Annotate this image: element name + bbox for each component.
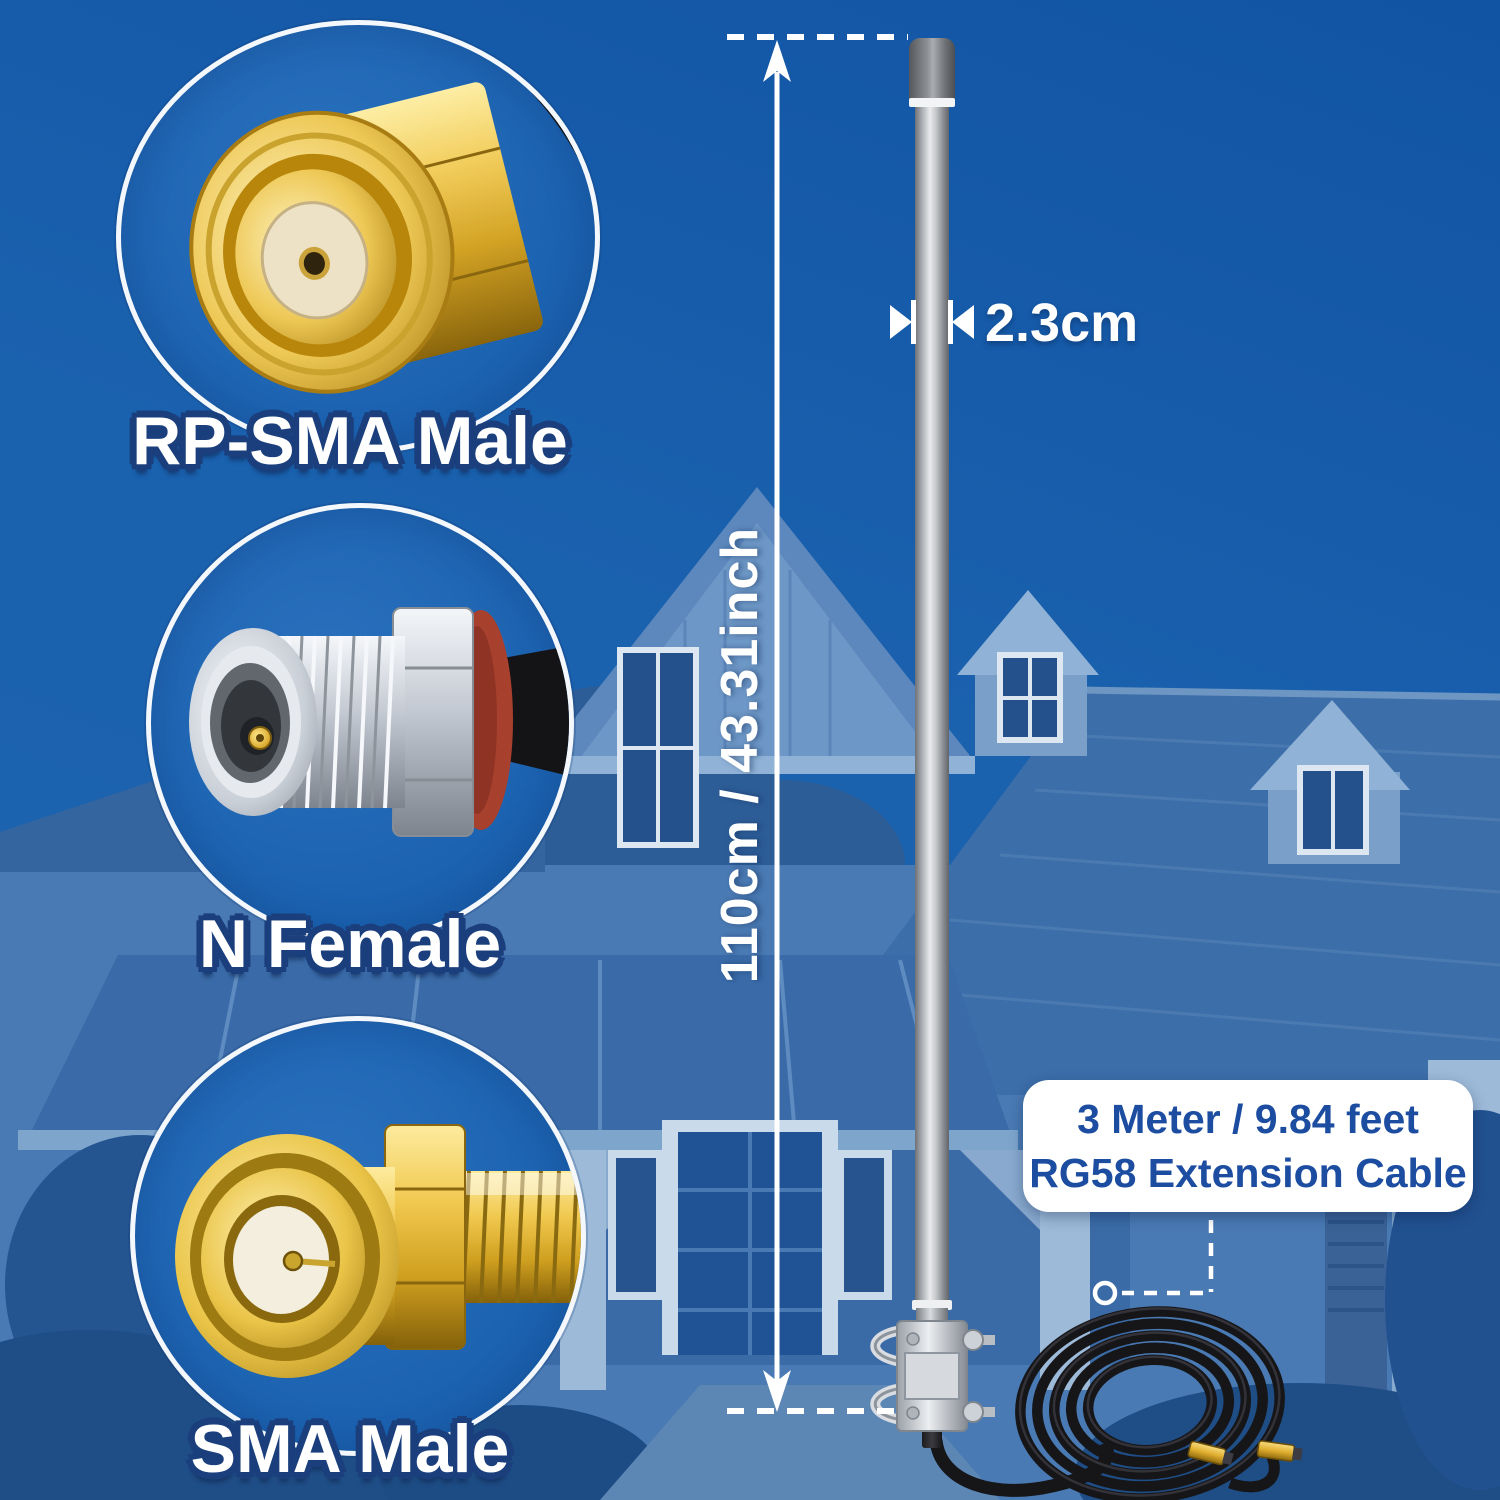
sma-cable-end-2 [1256, 1440, 1303, 1462]
antenna-bottom-ring [912, 1300, 952, 1310]
n-female-photo-circle [146, 503, 574, 943]
n-female-connector-icon [189, 607, 569, 837]
sma-male-connector-icon [175, 1124, 581, 1378]
antenna-cap-band [909, 98, 955, 107]
extension-cable-callout: 3 Meter / 9.84 feet RG58 Extension Cable [1023, 1080, 1473, 1212]
antenna-diameter-label: 2.3cm [985, 293, 1139, 353]
sma-male-label: SMA Male [190, 1411, 510, 1487]
antenna-length-label: 110cm / 43.31inch [711, 526, 769, 984]
sma-male-photo-circle [130, 1016, 586, 1456]
cable-coil [929, 1306, 1303, 1500]
extension-cable-line2: RG58 Extension Cable [1029, 1150, 1467, 1196]
rp-sma-male-label: RP-SMA Male [132, 403, 568, 479]
antenna-top-cap [909, 38, 955, 102]
antenna-rod [915, 106, 949, 1306]
n-female-label: N Female [198, 906, 502, 982]
extension-cable-line1: 3 Meter / 9.84 feet [1077, 1095, 1419, 1142]
sma-cable-end-1 [1187, 1440, 1234, 1466]
rp-sma-male-photo-circle [116, 20, 600, 454]
rp-sma-male-connector-icon [189, 25, 595, 394]
mounting-bracket [870, 1320, 995, 1432]
